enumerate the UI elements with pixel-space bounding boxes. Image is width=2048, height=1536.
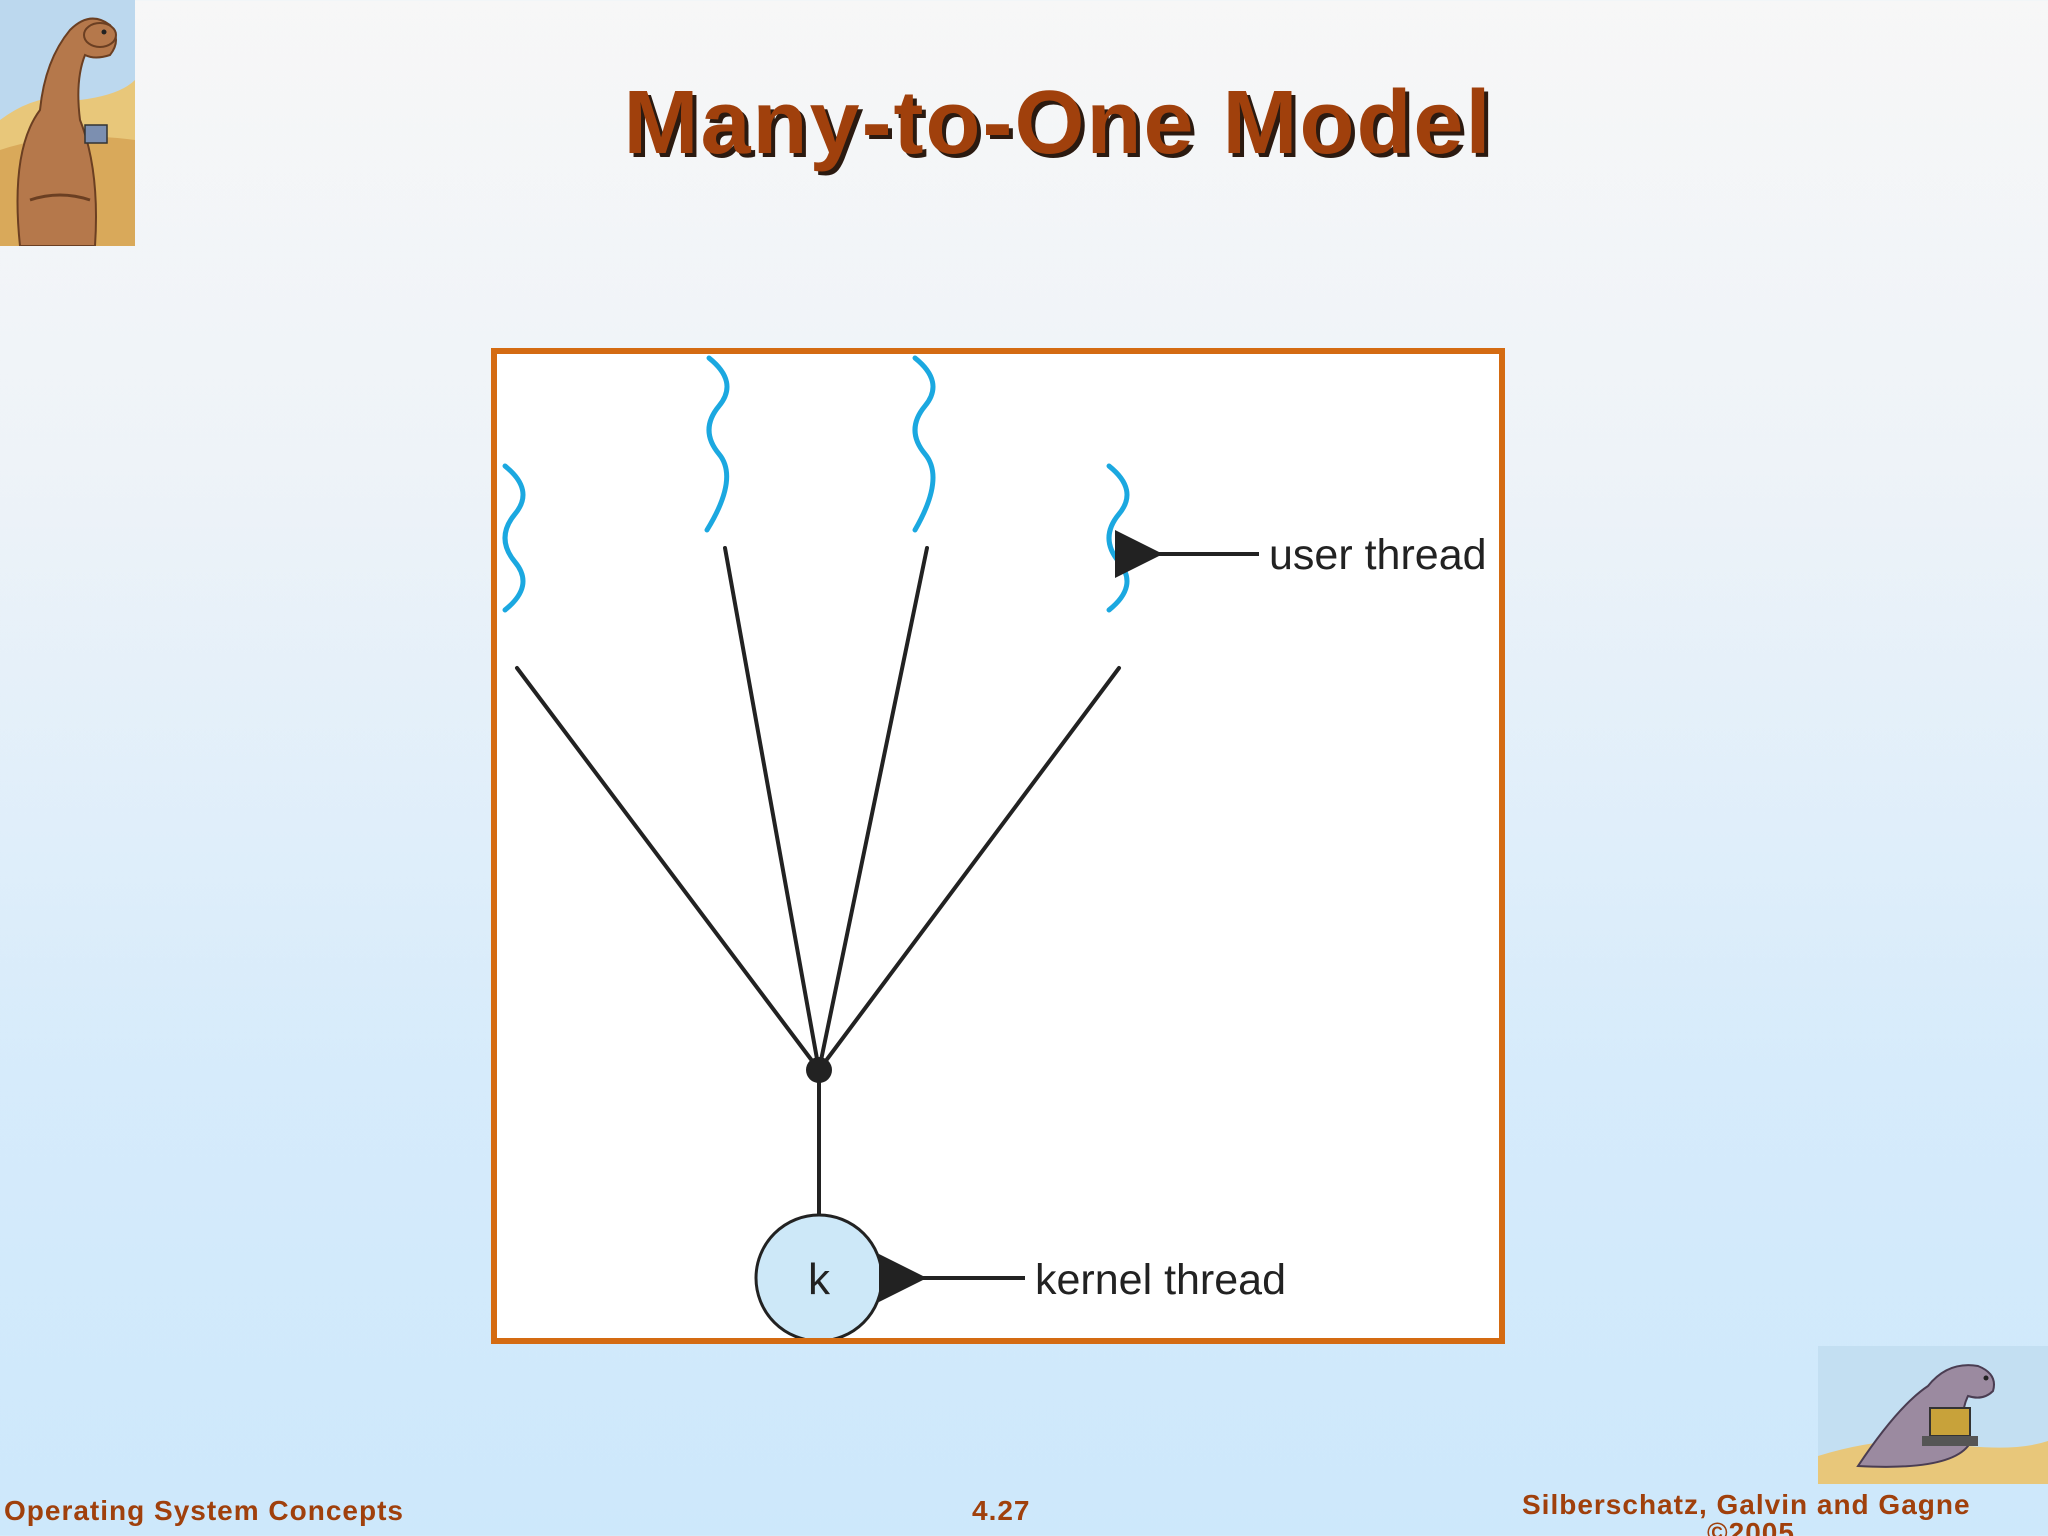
footer-copyright: ©2005 <box>1707 1517 1795 1536</box>
footer-book-title: Operating System Concepts <box>4 1495 404 1526</box>
kernel-node-label: k <box>808 1255 831 1304</box>
user-thread-label: user thread <box>1269 531 1487 579</box>
footer-author-names: Silberschatz, Galvin and Gagne <box>1522 1489 1971 1520</box>
user-thread-4 <box>1106 463 1130 613</box>
user-thread-3 <box>912 355 936 533</box>
footer-authors: Silberschatz, Galvin and Gagne ©2005 <box>1522 1491 1971 1536</box>
kernel-thread-label: kernel thread <box>1035 1256 1286 1304</box>
dinosaur-illustration-bottom <box>1818 1346 2048 1484</box>
user-thread-2 <box>704 355 730 533</box>
slide-title: Many-to-One Model <box>623 73 1493 173</box>
junction-point <box>806 1057 832 1083</box>
many-to-one-diagram: k user thread kernel thread <box>491 348 1505 1344</box>
user-thread-1 <box>502 463 526 613</box>
dinosaur-illustration-top <box>0 0 135 246</box>
kernel-thread-node: k <box>754 1213 884 1338</box>
diagram-canvas: k user thread kernel thread <box>502 355 1487 1338</box>
footer-slide-number: 4.27 <box>972 1495 1031 1526</box>
thread-mapping-lines <box>515 546 1121 1218</box>
